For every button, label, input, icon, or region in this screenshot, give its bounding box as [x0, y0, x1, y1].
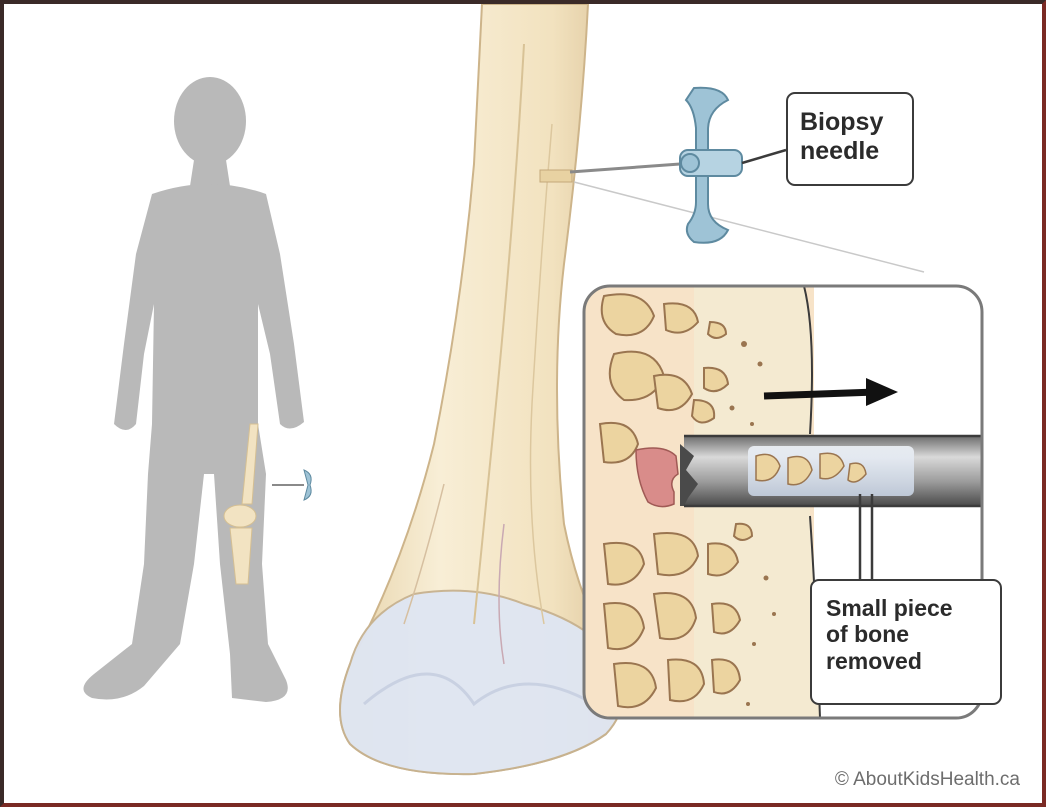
femur-bone: [340, 4, 623, 774]
small-biopsy-needle-icon: [272, 470, 311, 500]
bone-piece-label: Small piece of bone removed: [810, 579, 1002, 705]
biopsy-needle: [570, 88, 786, 243]
child-silhouette: [83, 77, 304, 702]
biopsy-needle-label: Biopsy needle: [786, 92, 914, 186]
copyright-credit: © AboutKidsHealth.ca: [835, 769, 1020, 791]
zoom-connector: [574, 182, 924, 272]
